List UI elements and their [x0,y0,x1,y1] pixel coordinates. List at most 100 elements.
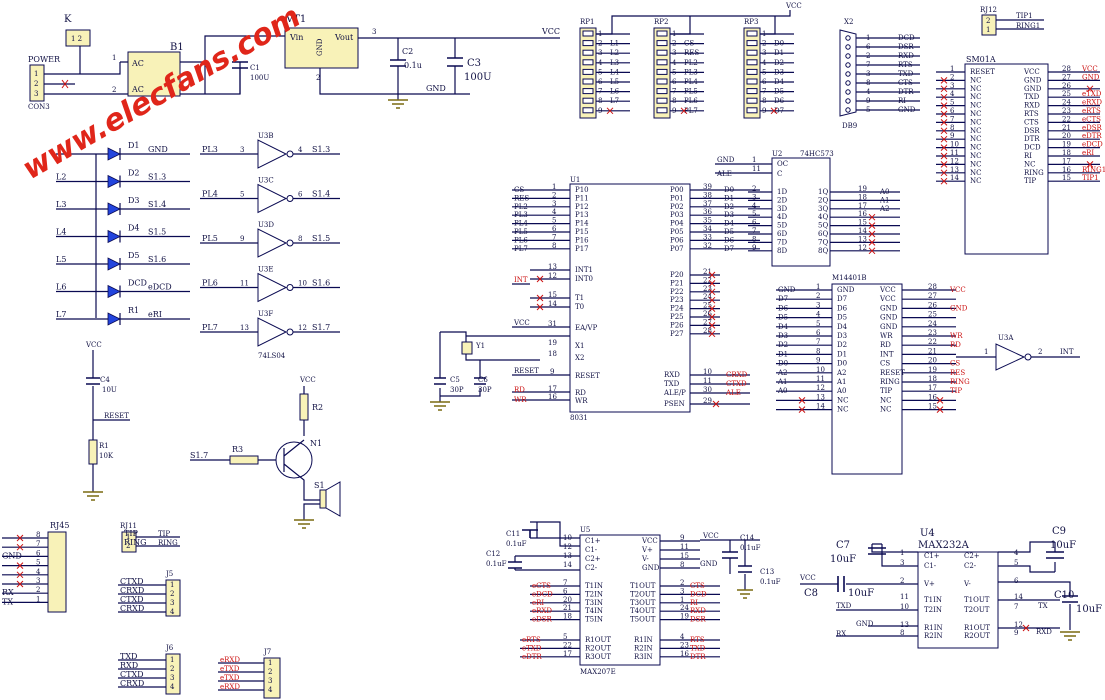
u2-net: A0 [879,188,890,196]
inverter-bubble [286,239,294,247]
nc-mark [798,406,806,413]
ground-symbol [1060,631,1080,641]
u5-signal: R3OUT [585,653,611,661]
sm01a-signal: NC [970,160,981,168]
u1-net: D1 [724,194,734,202]
u4-signal: R1OUT [964,624,990,632]
c13-label: C13 [760,568,774,576]
nc-mark [798,397,806,404]
header-net: TIP [124,529,138,538]
u1-pin-number: 28 [703,327,712,335]
sm01a-pin-number: 3 [950,82,954,90]
u5-pin-number: 19 [680,613,689,621]
u4-signal: R2OUT [964,632,990,640]
m1-pin-number: 9 [816,357,820,365]
m1-signal: INT [880,350,894,358]
u4-pin-number: 3 [900,559,904,567]
rp-pin-number: 2 [598,40,602,48]
u1-signal: P11 [575,194,589,202]
u1-pin-number: 10 [703,368,712,376]
db9-pin [845,107,851,113]
vt1-vin: Vin [289,33,303,42]
u5-pin-number: 8 [680,561,684,569]
k-switch [65,29,91,47]
m1-pin-number: 19 [928,366,937,374]
u5-pin-number: 18 [563,613,572,621]
c12-cap [508,561,522,569]
u1-signal: P16 [575,236,589,244]
sm01a-signal: NC [970,152,981,160]
sm01a-signal: NC [970,76,981,84]
sm01a-pin-number: 24 [1062,99,1071,107]
u1-signal: RD [575,389,586,397]
led-icon [107,312,121,326]
u4-rx: RX [836,630,846,638]
gate-name: U3C [258,177,274,185]
u1-pin-number: 17 [548,385,557,393]
rj45-pin-number: 5 [36,559,40,567]
u5-pin-number: 4 [680,633,685,641]
m1-signal: A0 [836,387,847,395]
rp-pin-number: 1 [762,30,766,38]
u5-net: eDSR [532,616,553,624]
u5-pin-number: 10 [563,534,572,542]
u4-rxd: RXD [1036,628,1052,636]
nc-mark [708,322,716,329]
sm01a-signal: DTR [1024,135,1040,143]
u4-pin-number: 14 [1014,593,1023,601]
vt1-vout: Vout [334,33,354,42]
rp-pin-number: 4 [598,59,603,67]
rp-resistor [582,59,594,66]
led-net-left: L4 [56,228,66,237]
db9-pin-number: 2 [866,52,870,60]
rp-pin-number: 3 [762,49,766,57]
reset-vcc: VCC [85,341,102,349]
nc-mark [536,294,544,302]
gate-pin-out: 8 [298,235,302,243]
sm01a-pin-number: 26 [1062,82,1071,90]
u1-signal: T0 [575,303,584,311]
nc-mark [940,102,948,109]
bridge-wires [120,35,285,95]
u5-signal: T3IN [585,599,603,607]
inverter-gate [257,228,288,258]
db9-signal: RTS [898,61,913,69]
led-icon [107,202,121,216]
k-switch-pins: 1 2 [71,35,82,43]
sm01a-body [964,63,1049,255]
u5-signal: T2IN [585,590,603,598]
u4-pin-number: 2 [900,577,904,585]
u2-signal: 5Q [818,222,828,230]
nc-mark [680,107,688,115]
rp-pin-number: 6 [672,78,677,86]
rp-net-label: D1 [774,49,784,57]
u1-net: RD [514,386,525,394]
rp-pin-number: 2 [672,40,676,48]
c5-label: C5 [450,376,460,384]
sm01a-pin-number: 25 [1062,90,1071,98]
m1-signal: A1 [836,378,847,386]
m1-pin-number: 24 [928,320,937,328]
nc-mark [1086,161,1094,168]
rp-pin-number: 9 [598,107,602,115]
sm01a-signal: RTS [1024,110,1039,118]
m1-pin-number: 13 [816,393,825,401]
nc-mark [708,305,716,312]
vt1-regulator [284,27,359,69]
gate-in-net: PL6 [202,279,218,288]
led-net-right: eDCD [148,283,172,292]
nc-mark [940,93,948,101]
led-net-right: eRI [148,310,162,319]
u1-net: PL2 [514,203,528,211]
u5-net: eRXD [532,607,552,615]
rp-net-label: D4 [774,78,785,86]
m1-pin-number: 3 [816,301,820,309]
sm01a-signal: NC [970,169,981,177]
u1-net: D6 [724,236,735,244]
gate-pin-in: 11 [240,280,249,288]
